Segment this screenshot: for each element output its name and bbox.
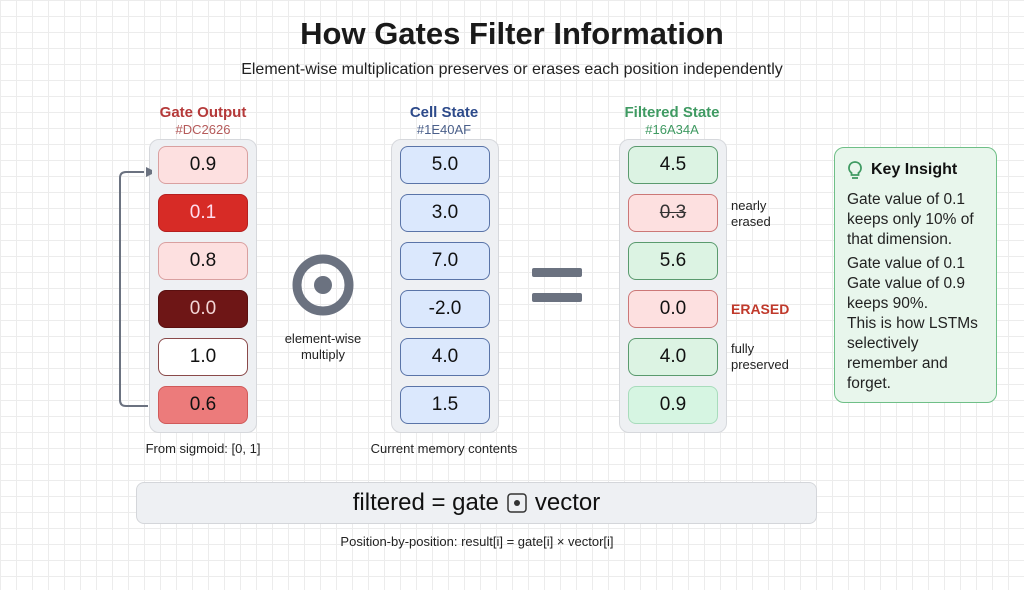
operator-label-line: multiply bbox=[300, 347, 346, 362]
equals-icon bbox=[532, 268, 582, 277]
gate-hex: #DC2626 bbox=[175, 122, 231, 137]
formula-left: filtered = gate bbox=[352, 489, 499, 516]
lightbulb-icon bbox=[848, 161, 862, 179]
element-wise-multiply-icon bbox=[292, 254, 354, 316]
gate-cell: 0.1 bbox=[158, 194, 248, 232]
cell-state-cell: 5.0 bbox=[400, 146, 490, 184]
insight-title: Key Insight bbox=[871, 161, 958, 178]
formula-caption: Position-by-position: result[i] = gate[i… bbox=[340, 534, 614, 549]
cell-state-cell: 7.0 bbox=[400, 242, 490, 280]
filtered-header: Filtered State #16A34A bbox=[592, 104, 752, 138]
filtered-cell: 0.0 bbox=[628, 290, 718, 328]
odot-icon bbox=[507, 493, 527, 513]
gate-cell: 0.6 bbox=[158, 386, 248, 424]
equals-icon bbox=[532, 293, 582, 302]
nearly-erased-note: nearly erased bbox=[731, 198, 771, 230]
gate-label: Gate Output bbox=[159, 104, 247, 121]
gate-header: Gate Output #DC2626 bbox=[123, 104, 283, 138]
note-line: preserved bbox=[731, 357, 789, 372]
note-line: nearly bbox=[731, 198, 767, 213]
filtered-cell-struck: 0.3 bbox=[628, 194, 718, 232]
insight-text: Gate value of 0.1 Gate value of 0.9 keep… bbox=[847, 255, 966, 312]
cell-state-cell: 1.5 bbox=[400, 386, 490, 424]
gate-cell: 0.9 bbox=[158, 146, 248, 184]
formula-bar: filtered = gate vector bbox=[136, 482, 817, 524]
gate-caption: From sigmoid: [0, 1] bbox=[145, 441, 261, 456]
cell-state-cell: 4.0 bbox=[400, 338, 490, 376]
filtered-cell: 4.0 bbox=[628, 338, 718, 376]
insight-text: Gate value of 0.1 keeps only 10% of that… bbox=[847, 191, 974, 248]
filtered-cell: 5.6 bbox=[628, 242, 718, 280]
note-line: fully bbox=[731, 341, 755, 356]
gate-cell: 0.0 bbox=[158, 290, 248, 328]
insight-heading: Key Insight bbox=[847, 160, 984, 180]
formula-right: vector bbox=[534, 489, 601, 516]
cell-state-cell: 3.0 bbox=[400, 194, 490, 232]
cell-label: Cell State bbox=[409, 104, 479, 121]
gate-vector: 0.9 0.1 0.8 0.0 1.0 0.6 bbox=[149, 139, 257, 433]
cell-state-cell: -2.0 bbox=[400, 290, 490, 328]
filtered-vector: 4.5 0.3 5.6 0.0 4.0 0.9 bbox=[619, 139, 727, 433]
gate-cell: 1.0 bbox=[158, 338, 248, 376]
note-line: erased bbox=[731, 214, 771, 229]
gate-cell: 0.8 bbox=[158, 242, 248, 280]
operator-label: element-wise multiply bbox=[263, 331, 383, 363]
fully-preserved-note: fully preserved bbox=[731, 341, 789, 373]
cell-caption: Current memory contents bbox=[370, 441, 518, 456]
page-title: How Gates Filter Information bbox=[300, 16, 724, 51]
filtered-hex: #16A34A bbox=[645, 122, 699, 137]
cell-vector: 5.0 3.0 7.0 -2.0 4.0 1.5 bbox=[391, 139, 499, 433]
operator-label-line: element-wise bbox=[284, 331, 362, 346]
feedback-arrow-icon bbox=[119, 167, 152, 407]
cell-header: Cell State #1E40AF bbox=[364, 104, 524, 138]
filtered-cell: 4.5 bbox=[628, 146, 718, 184]
cell-hex: #1E40AF bbox=[416, 122, 472, 137]
page-subtitle: Element-wise multiplication preserves or… bbox=[241, 61, 783, 78]
filtered-cell: 0.9 bbox=[628, 386, 718, 424]
filtered-label: Filtered State bbox=[624, 104, 720, 121]
key-insight-card: Key Insight Gate value of 0.1 keeps only… bbox=[834, 147, 997, 403]
insight-text: This is how LSTMs selectively remember a… bbox=[847, 315, 978, 392]
erased-note: ERASED bbox=[731, 301, 790, 317]
